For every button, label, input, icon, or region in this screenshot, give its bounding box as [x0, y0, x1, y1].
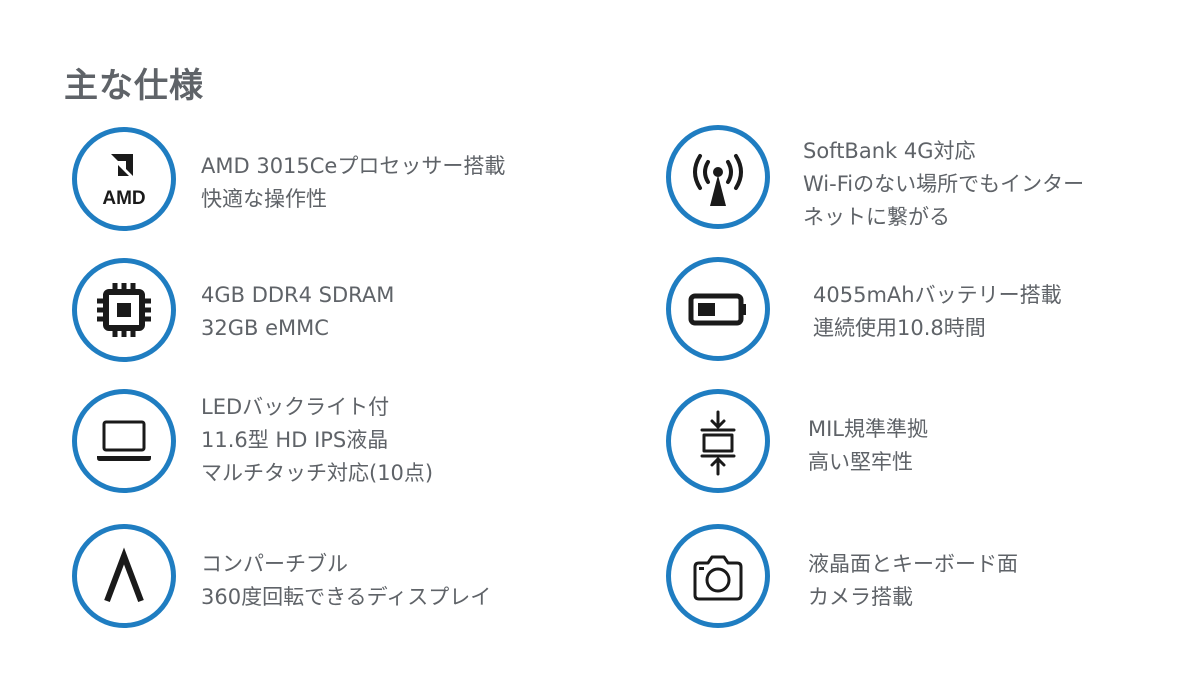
feature-line: 高い堅牢性 [808, 450, 913, 474]
battery-icon [666, 257, 770, 361]
amd-logo-text: AMD [102, 188, 145, 209]
page-title: 主な仕様 [64, 66, 204, 106]
feature-line: 11.6型 HD IPS液晶 [201, 428, 389, 452]
convertible-hinge-icon [72, 524, 176, 628]
feature-line: 快適な操作性 [201, 187, 327, 211]
feature-line: 液晶面とキーボード面 [808, 552, 1018, 576]
feature-line: SoftBank 4G対応 [803, 139, 976, 163]
feature-line: 360度回転できるディスプレイ [201, 585, 492, 609]
feature-line: コンパーチブル [201, 552, 348, 576]
feature-line: 4GB DDR4 SDRAM [201, 283, 395, 307]
feature-line: MIL規準準拠 [808, 417, 929, 441]
feature-line: 32GB eMMC [201, 316, 329, 340]
laptop-icon [72, 389, 176, 493]
feature-line: ネットに繋がる [803, 205, 950, 229]
feature-line: LEDバックライト付 [201, 395, 390, 419]
cpu-chip-icon [72, 258, 176, 362]
antenna-signal-icon [666, 125, 770, 229]
feature-line: 4055mAhバッテリー搭載 [813, 283, 1062, 307]
feature-line: 連続使用10.8時間 [813, 316, 986, 340]
compression-test-icon [666, 389, 770, 493]
feature-line: Wi-Fiのない場所でもインター [803, 172, 1085, 196]
feature-line: マルチタッチ対応(10点) [201, 461, 434, 485]
feature-line: カメラ搭載 [808, 585, 913, 609]
amd-logo-icon: AMD [72, 127, 176, 231]
feature-line: AMD 3015Ceプロセッサー搭載 [201, 154, 506, 178]
camera-icon [666, 524, 770, 628]
